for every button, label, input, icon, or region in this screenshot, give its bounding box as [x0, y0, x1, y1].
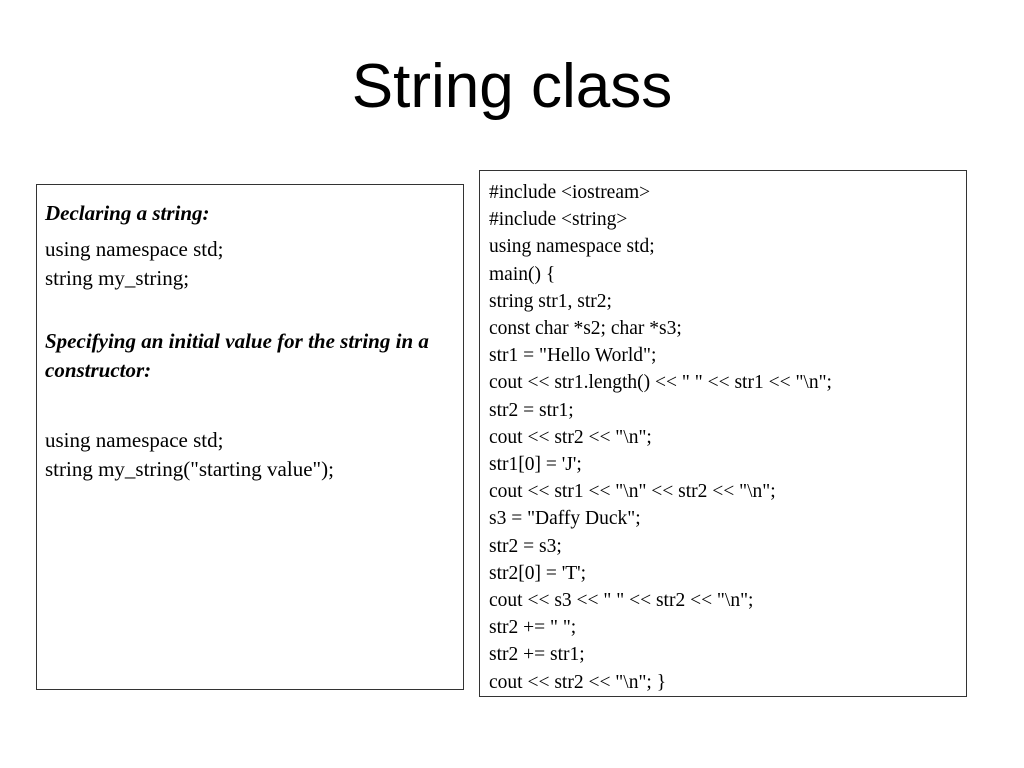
code-line: str1[0] = 'J';: [489, 454, 582, 476]
code-line: str2 = str1;: [489, 399, 574, 421]
code-line: str2 += " ";: [489, 617, 577, 639]
constructor-block: Specifying an initial value for the stri…: [45, 327, 453, 484]
code-line: cout << str1 << "\n" << str2 << "\n";: [489, 481, 776, 503]
code-line: s3 = "Daffy Duck";: [489, 508, 641, 530]
code-line: cout << str1.length() << " " << str1 << …: [489, 372, 832, 394]
declaration-line-1: using namespace std;: [45, 237, 224, 261]
constructor-line-1: using namespace std;: [45, 428, 224, 452]
code-line: str2 += str1;: [489, 644, 585, 666]
declaration-block: Declaring a string: using namespace std;…: [45, 199, 453, 293]
code-line: string str1, str2;: [489, 290, 612, 312]
code-line: str1 = "Hello World";: [489, 345, 657, 367]
code-line: main() {: [489, 263, 556, 285]
code-line: const char *s2; char *s3;: [489, 318, 682, 340]
code-line: cout << s3 << " " << str2 << "\n";: [489, 590, 754, 612]
code-line: cout << str2 << "\n";: [489, 426, 652, 448]
code-line: #include <iostream>: [489, 182, 651, 203]
code-line: str2[0] = 'T';: [489, 562, 587, 584]
declaring-string-panel: Declaring a string: using namespace std;…: [36, 184, 464, 690]
code-line: #include <string>: [489, 209, 628, 231]
code-line: cout << str2 << "\n"; }: [489, 671, 667, 693]
page-title: String class: [351, 52, 673, 121]
code-listing-panel: #include <iostream> #include <string> us…: [479, 170, 967, 697]
heading-spacer: [45, 385, 453, 419]
code-line: using namespace std;: [489, 236, 655, 258]
block-spacer: [45, 293, 453, 327]
code-line: str2 = s3;: [489, 535, 562, 557]
constructor-line-2: string my_string("starting value");: [45, 457, 334, 481]
declaration-heading: Declaring a string:: [45, 201, 210, 225]
constructor-heading: Specifying an initial value for the stri…: [45, 329, 435, 382]
declaration-line-2: string my_string;: [45, 266, 190, 290]
